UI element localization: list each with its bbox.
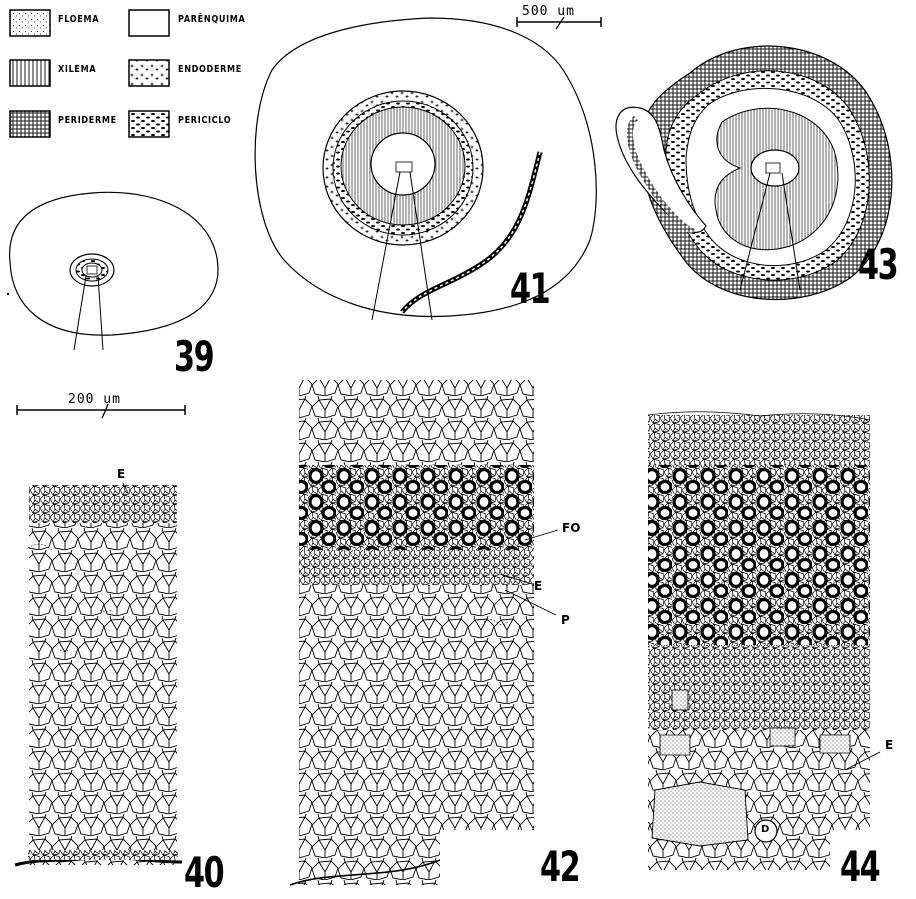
figure-39-drawing xyxy=(7,192,218,350)
scale-label-500: 500 um xyxy=(522,4,575,19)
legend-swatch-endoderme xyxy=(129,60,169,86)
fig44-label-e: E xyxy=(885,738,893,752)
legend-swatch-periderme xyxy=(10,111,50,137)
legend-parenquima: PARÊNQUIMA xyxy=(178,14,257,25)
legend-endoderme: ENDODERME xyxy=(178,64,253,75)
figure-number-42: 42 xyxy=(540,846,579,888)
fig42-label-p: P xyxy=(561,613,570,627)
legend-label-periderme: PERIDERME xyxy=(58,115,117,126)
legend-xilema: XILEMA xyxy=(58,64,103,75)
legend-swatch-floema xyxy=(10,10,50,36)
figure-40-drawing xyxy=(15,483,182,865)
legend-swatch-parenquima xyxy=(129,10,169,36)
legend-label-periciclo: PERICICLO xyxy=(178,115,231,126)
legend-label-floema: FLOEMA xyxy=(58,14,99,25)
fig40-label-e: E xyxy=(117,467,125,481)
figure-number-40: 40 xyxy=(184,852,223,894)
fig42-label-e: E xyxy=(534,579,542,593)
figure-number-39: 39 xyxy=(174,336,213,378)
legend-label-xilema: XILEMA xyxy=(58,64,96,75)
legend-label-endoderme: ENDODERME xyxy=(178,64,242,75)
fig42-label-fo: FO xyxy=(562,521,580,535)
legend-swatch-periciclo xyxy=(129,111,169,137)
legend-swatch-xilema xyxy=(10,60,50,86)
legend-label-parenquima: PARÊNQUIMA xyxy=(178,14,245,25)
legend-periderme: PERIDERME xyxy=(58,115,127,126)
figure-number-44: 44 xyxy=(840,846,879,888)
scale-label-200: 200 um xyxy=(68,392,121,407)
figure-42-drawing xyxy=(290,380,558,899)
figure-number-41: 41 xyxy=(510,268,549,310)
legend-periciclo: PERICICLO xyxy=(178,115,241,126)
figure-44-drawing xyxy=(648,412,916,899)
fig44-label-d: D xyxy=(761,824,769,835)
figure-number-43: 43 xyxy=(858,244,897,286)
figure-43-drawing xyxy=(616,46,892,299)
legend-floema: FLOEMA xyxy=(58,14,106,25)
